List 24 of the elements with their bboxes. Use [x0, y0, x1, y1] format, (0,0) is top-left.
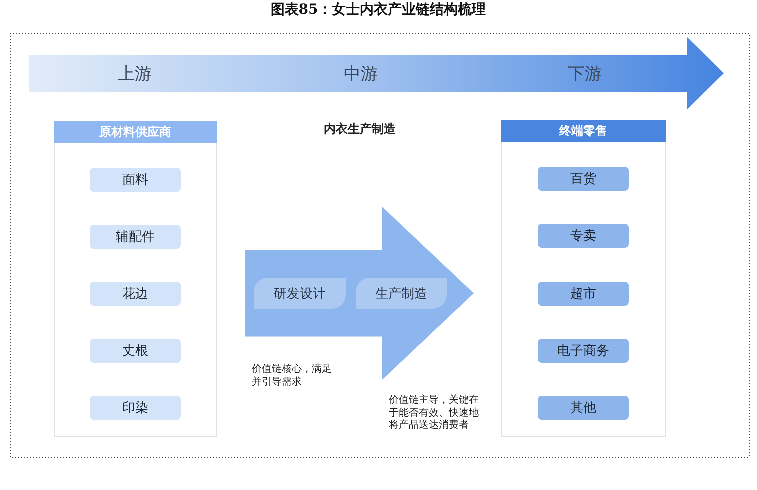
- category-panel: [54, 121, 217, 437]
- item-card: 超市: [538, 282, 629, 306]
- item-card: 印染: [90, 396, 181, 420]
- note-text: 价值链核心，满足并引导需求: [252, 364, 333, 389]
- stage-label: 中游: [344, 63, 378, 85]
- item-card: 花边: [90, 282, 181, 306]
- section-heading: 内衣生产制造: [323, 123, 397, 136]
- item-card: 其他: [538, 396, 629, 420]
- stage-label: 上游: [118, 63, 152, 85]
- stage-arrow: [29, 37, 724, 110]
- process-step: 研发设计: [254, 278, 346, 309]
- process-step: 生产制造: [356, 278, 447, 309]
- item-card: 百货: [538, 167, 629, 191]
- category-panel: [501, 120, 666, 437]
- note-text: 价值链主导，关键在于能否有效、快速地将产品送达消费者: [389, 395, 480, 432]
- panel-heading: 原材料供应商: [54, 121, 217, 143]
- item-card: 面料: [90, 168, 181, 192]
- item-card: 辅配件: [90, 225, 181, 249]
- item-card: 电子商务: [538, 339, 629, 363]
- stage-label: 下游: [568, 63, 602, 85]
- item-card: 丈根: [90, 339, 181, 363]
- chart-title: 图表85：女士内衣产业链结构梳理: [270, 1, 488, 19]
- panel-heading: 终端零售: [501, 120, 666, 142]
- item-card: 专卖: [538, 224, 629, 248]
